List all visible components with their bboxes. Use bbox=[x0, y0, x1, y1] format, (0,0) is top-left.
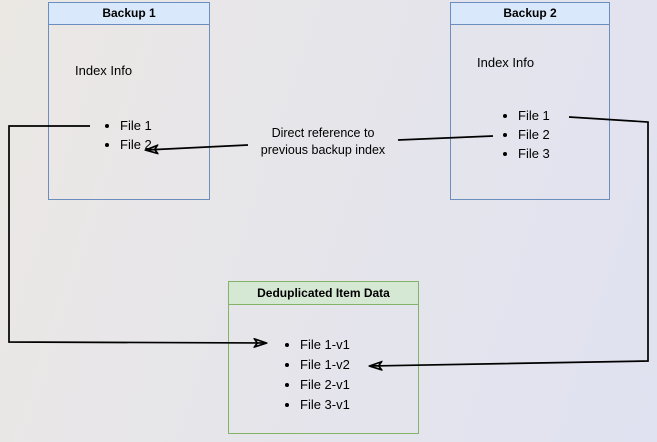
backup2-file-list: File 1 File 2 File 3 bbox=[497, 106, 550, 163]
backup2-box: Backup 2 Index Info File 1 File 2 File 3 bbox=[450, 2, 610, 200]
backup2-file-3: File 3 bbox=[518, 144, 550, 163]
backup1-title: Backup 1 bbox=[49, 3, 209, 25]
backup1-file-list: File 1 File 2 bbox=[99, 116, 152, 154]
dedup-title: Deduplicated Item Data bbox=[229, 282, 418, 305]
dedup-file-list: File 1-v1 File 1-v2 File 2-v1 File 3-v1 bbox=[279, 335, 350, 415]
backup1-box: Backup 1 Index Info File 1 File 2 bbox=[48, 2, 210, 200]
dedup-file-1v1: File 1-v1 bbox=[300, 335, 350, 355]
dedup-file-2v1: File 2-v1 bbox=[300, 375, 350, 395]
direct-reference-label: Direct reference to previous backup inde… bbox=[233, 125, 413, 159]
direct-reference-label-line2: previous backup index bbox=[260, 143, 386, 157]
direct-reference-label-line1: Direct reference to bbox=[271, 126, 375, 140]
backup2-subtitle: Index Info bbox=[477, 55, 535, 70]
backup2-file-1: File 1 bbox=[518, 106, 550, 125]
dedup-file-3v1: File 3-v1 bbox=[300, 395, 350, 415]
backup1-file-1: File 1 bbox=[120, 116, 152, 135]
backup1-file-2: File 2 bbox=[120, 135, 152, 154]
backup2-file-2: File 2 bbox=[518, 125, 550, 144]
dedup-file-1v2: File 1-v2 bbox=[300, 355, 350, 375]
dedup-box: Deduplicated Item Data File 1-v1 File 1-… bbox=[228, 281, 419, 434]
backup2-title: Backup 2 bbox=[451, 3, 609, 25]
backup1-subtitle: Index Info bbox=[75, 63, 133, 78]
